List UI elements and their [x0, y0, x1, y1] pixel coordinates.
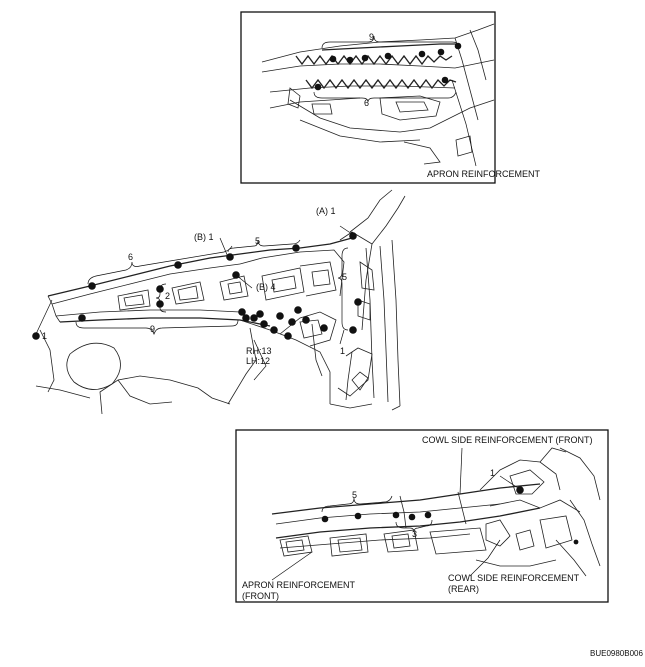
bottom-inset-label-5: 5	[352, 490, 357, 500]
main-label-2: 2	[165, 291, 170, 301]
main-lh-count: LH:12	[246, 356, 270, 366]
main-label-5-top: 5	[255, 236, 260, 246]
main-view: (A) 1 (B) 1 5 6 (B) 4 2 5 9 1 1 RH:13 LH…	[32, 189, 406, 415]
main-label-b4: (B) 4	[256, 282, 276, 292]
bottom-inset-label-1: 1	[490, 468, 495, 478]
top-inset-label-6: 6	[364, 98, 369, 108]
bottom-inset-label-3: 3	[412, 529, 417, 539]
bottom-inset-cowl-side-rear-line1: COWL SIDE REINFORCEMENT	[448, 573, 580, 583]
main-rh-count: RH:13	[246, 346, 272, 356]
main-label-a1: (A) 1	[316, 206, 336, 216]
top-inset-label-9: 9	[369, 32, 374, 42]
bottom-inset-frame	[235, 429, 609, 603]
main-label-5-side: 5	[342, 272, 347, 282]
bottom-inset-apron-front-line1: APRON REINFORCEMENT	[242, 580, 356, 590]
main-label-1-left: 1	[42, 331, 47, 341]
bottom-inset-apron-front-line2: (FRONT)	[242, 591, 279, 601]
top-inset-frame	[240, 11, 496, 184]
figure-code: BUE0980B006	[590, 649, 643, 658]
bottom-inset-cowl-side-rear-line2: (REAR)	[448, 584, 479, 594]
bottom-inset-cowl-side-front-label: COWL SIDE REINFORCEMENT (FRONT)	[422, 435, 593, 445]
top-inset-apron-reinforcement-label: APRON REINFORCEMENT	[427, 169, 541, 179]
main-label-6: 6	[128, 252, 133, 262]
main-label-9: 9	[150, 324, 155, 334]
main-label-1-lower: 1	[340, 346, 345, 356]
main-label-b1: (B) 1	[194, 232, 214, 242]
bottom-inset: COWL SIDE REINFORCEMENT (FRONT) 1 5 3 AP…	[235, 429, 609, 603]
top-inset: 9 6 APRON REINFORCEMENT	[240, 11, 541, 184]
